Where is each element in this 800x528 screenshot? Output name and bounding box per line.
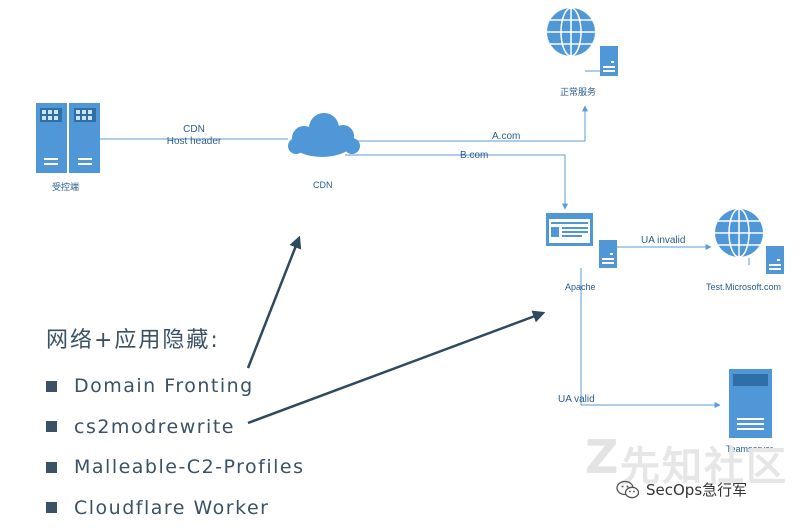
test-site-label: Test.Microsoft.com xyxy=(706,282,781,292)
technique-label: Cloudflare Worker xyxy=(74,497,269,519)
test-site-globe-icon xyxy=(715,209,763,257)
cdn-host-header-label: CDN Host header xyxy=(158,124,230,148)
list-item: Domain Fronting xyxy=(46,366,305,407)
bullet-square-icon xyxy=(46,421,57,432)
apache-label: Apache xyxy=(565,282,596,292)
ua-valid-label: UA valid xyxy=(558,394,595,406)
domain-fronting-arrow xyxy=(248,238,299,368)
apache-server-icon xyxy=(599,240,617,268)
technique-label: Malleable-C2-Profiles xyxy=(74,456,305,478)
brand-name: SecOps急行军 xyxy=(646,479,747,500)
link-a-com xyxy=(355,106,585,141)
controlled-label: 受控端 xyxy=(52,180,79,193)
host-header-text: Host header xyxy=(158,136,230,148)
test-site-server-icon xyxy=(766,246,784,274)
normal-service-server-icon xyxy=(600,46,618,76)
teamserver-icon xyxy=(729,369,772,438)
technique-list: Domain Fronting cs2modrewrite Malleable-… xyxy=(46,366,305,528)
apache-window-icon xyxy=(546,213,593,246)
a-com-label: A.com xyxy=(492,131,520,143)
watermark-logo-icon: Z xyxy=(585,430,618,484)
brand-tag: SecOps急行军 xyxy=(616,479,747,500)
normal-service-globe-icon xyxy=(547,8,595,56)
cdn-label: CDN xyxy=(313,180,333,190)
technique-label: cs2modrewrite xyxy=(74,416,235,438)
list-item: Cloudflare Worker xyxy=(46,488,305,528)
technique-label: Domain Fronting xyxy=(74,375,254,397)
list-item: cs2modrewrite xyxy=(46,407,305,448)
b-com-label: B.com xyxy=(460,150,488,162)
ua-invalid-label: UA invalid xyxy=(641,235,685,247)
bullet-square-icon xyxy=(46,381,57,392)
wechat-icon xyxy=(616,480,640,500)
hiding-heading: 网络+应用隐藏: xyxy=(46,322,220,354)
list-item: Malleable-C2-Profiles xyxy=(46,447,305,488)
bullet-square-icon xyxy=(46,462,57,473)
link-b-com xyxy=(345,155,565,209)
bullet-square-icon xyxy=(46,502,57,513)
controlled-server-icon xyxy=(36,103,100,173)
cdn-edge-text: CDN xyxy=(158,124,230,136)
cdn-cloud-icon xyxy=(288,113,360,157)
normal-service-label: 正常服务 xyxy=(560,85,596,98)
